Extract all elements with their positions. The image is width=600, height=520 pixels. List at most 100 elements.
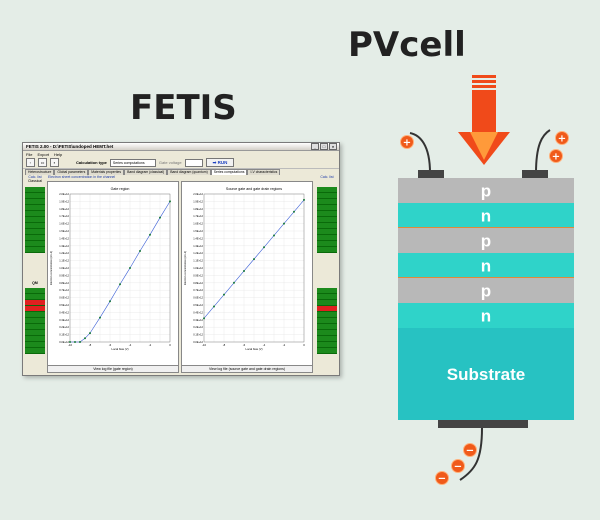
calc-list-item[interactable] [317,205,337,211]
calc-list-item[interactable] [25,300,45,306]
x-tick-label: -8 [89,343,92,347]
calc-list-item[interactable] [25,324,45,330]
results-subheading: Electron sheet concentration in the chan… [48,175,116,179]
gate-voltage-input[interactable] [184,158,203,167]
menu-help[interactable]: Help [54,151,63,157]
calc-list-item[interactable] [25,342,45,348]
tab-bar: Heterostructure Global parameters Materi… [23,169,339,175]
calc-list-item[interactable] [317,312,337,318]
calc-list-item[interactable] [317,306,337,312]
calc-list-item[interactable] [317,324,337,330]
x-axis-label: Local bias (V) [245,347,262,351]
y-tick-label: 0.5E+12 [59,303,69,307]
calc-list-item[interactable] [25,187,45,193]
calc-list-item[interactable] [317,217,337,223]
calc-list-item[interactable] [317,241,337,247]
layer-label: p [481,182,491,201]
calc-list-item[interactable] [25,294,45,300]
close-icon[interactable]: × [329,143,337,150]
y-tick-label: 1.2E+12 [59,251,69,255]
calc-list-item[interactable] [25,229,45,235]
x-tick-label: -6 [243,343,246,347]
calc-list-item[interactable] [317,199,337,205]
tab-heterostructure[interactable]: Heterostructure [25,169,55,175]
y-tick-label: 1.5E+12 [193,229,203,233]
calc-list-item[interactable] [317,318,337,324]
calc-list-item[interactable] [317,294,337,300]
chart-title: Gate region [111,187,130,191]
calc-list-item[interactable] [317,235,337,241]
right-list-top[interactable] [317,187,337,253]
calc-list-item[interactable] [25,205,45,211]
tab-band-classical[interactable]: Band diagram (classical) [124,169,168,175]
calc-list-item[interactable] [25,306,45,312]
data-point [149,233,151,236]
save-icon[interactable]: ▪ [50,158,59,167]
menu-export[interactable]: Export [37,151,50,157]
calc-list-item[interactable] [317,348,337,354]
calc-list-item[interactable] [25,211,45,217]
left-calc-list: Calc. list Classical QM [25,175,45,373]
tab-content: Calc. list Classical QM Electron sheet c… [25,175,337,373]
view-log-source-drain-button[interactable]: View log file (source gate and gate drai… [182,365,312,372]
calc-list-item[interactable] [25,247,45,253]
calc-list-item[interactable] [25,312,45,318]
tab-iv-characteristics[interactable]: I-V characteristics [247,169,281,175]
calc-list-item[interactable] [25,336,45,342]
y-tick-label: 0.0E+12 [193,340,203,344]
tab-series-computations[interactable]: Series computations [210,169,248,175]
classical-list[interactable] [25,187,45,253]
view-log-gate-button[interactable]: View log file (gate region) [48,365,178,372]
calc-list-item[interactable] [317,342,337,348]
calc-list-item[interactable] [317,336,337,342]
layer-n [398,203,574,228]
menu-bar: File Export Help [23,151,339,157]
tab-materials-properties[interactable]: Materials properties [88,169,125,175]
calc-list-item[interactable] [317,193,337,199]
right-list-bottom[interactable] [317,288,337,354]
layer-label: n [481,257,491,276]
data-point [79,341,81,343]
open-folder-icon[interactable]: ▭ [38,158,47,167]
negative-charge-icon: − [451,459,465,473]
calc-list-item[interactable] [25,288,45,294]
calc-list-item[interactable] [25,223,45,229]
tab-band-quantum[interactable]: Band diagram (quantum) [167,169,211,175]
calc-list-item[interactable] [317,330,337,336]
calc-list-item[interactable] [317,288,337,294]
y-axis-label: Electron concentration (cm-2) [49,251,53,285]
new-file-icon[interactable]: ▫ [26,158,35,167]
data-point [303,198,305,201]
calc-list-item[interactable] [317,211,337,217]
y-tick-label: 0.6E+12 [193,296,203,300]
x-tick-label: 0 [169,343,171,347]
calc-type-select[interactable]: Series computations [109,158,156,167]
x-tick-label: -10 [68,343,72,347]
calc-list-item[interactable] [25,318,45,324]
calc-list-item[interactable] [25,217,45,223]
calc-list-item[interactable] [317,300,337,306]
svg-text:−: − [454,462,462,473]
calc-list-item[interactable] [25,193,45,199]
menu-file[interactable]: File [26,151,33,157]
tab-global-parameters[interactable]: Global parameters [54,169,89,175]
qm-list[interactable] [25,288,45,354]
calc-list-item[interactable] [25,348,45,354]
y-tick-label: 1.6E+12 [59,222,69,226]
minimize-icon[interactable]: _ [311,143,319,150]
calc-list-item[interactable] [25,199,45,205]
maximize-icon[interactable]: □ [320,143,328,150]
calc-list-item[interactable] [317,229,337,235]
qm-label: QM [32,281,38,285]
y-tick-label: 1.4E+12 [193,236,203,240]
y-axis-label: Electron concentration (cm-2) [183,251,187,285]
calc-list-item[interactable] [25,330,45,336]
calc-list-item[interactable] [25,235,45,241]
run-button[interactable]: ➡ RUN [205,158,235,167]
calc-list-item[interactable] [25,241,45,247]
calc-list-item[interactable] [317,223,337,229]
calc-list-item[interactable] [317,187,337,193]
y-tick-label: 1.8E+12 [59,207,69,211]
calc-list-item[interactable] [317,247,337,253]
